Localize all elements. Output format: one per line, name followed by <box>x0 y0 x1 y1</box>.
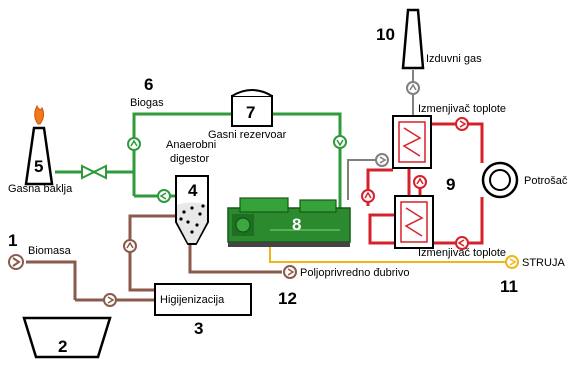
label-number-6: 6 <box>144 75 153 94</box>
flare-stack-icon <box>24 104 54 186</box>
pipe-digester-to-fertilizer <box>188 242 282 274</box>
pipe-gasholder-to-chp <box>272 112 342 210</box>
label-number-11: 11 <box>500 277 518 296</box>
pipe-digester-to-gasholder <box>132 112 232 196</box>
biogas-pipes <box>55 112 342 210</box>
pipe-biomass-to-hopper <box>26 260 77 300</box>
label-biogas: Biogas <box>130 97 164 109</box>
label-heat-exchanger-upper: Izmenjivač toplote <box>418 103 506 115</box>
fertilizer-outlet-icon <box>283 265 297 279</box>
label-number-3: 3 <box>194 319 203 338</box>
digestate-pump-icons <box>103 239 137 307</box>
chimney-icon <box>401 8 425 70</box>
label-number-4: 4 <box>188 181 198 200</box>
label-hygienization: Higijenizacija <box>160 294 225 306</box>
label-number-5: 5 <box>34 157 43 176</box>
pipe-heat-c <box>430 200 484 245</box>
heat-exchanger-upper-icon <box>392 115 432 169</box>
label-number-9: 9 <box>446 175 455 194</box>
label-number-12: 12 <box>278 289 297 308</box>
biogas-pump-arrows <box>130 139 344 200</box>
pipe-chp-to-exchanger <box>347 159 382 200</box>
gas-holder-icon <box>231 89 273 127</box>
heat-pump-icons <box>361 117 469 250</box>
pipe-heat-d <box>368 213 395 245</box>
pipe-heat-b <box>430 122 484 158</box>
label-gas-flare: Gasna baklja <box>8 183 73 195</box>
heat-exchanger-lower-icon <box>394 195 434 249</box>
label-number-2: 2 <box>58 337 67 356</box>
label-heat-exchanger-lower: Izmenjivač toplote <box>418 247 506 259</box>
label-number-1: 1 <box>8 231 17 250</box>
label-number-7: 7 <box>246 103 255 122</box>
electricity-outlet-icon <box>505 255 519 269</box>
biomass-pump-icon <box>8 254 24 270</box>
digester-icon <box>175 175 209 245</box>
valve-icon <box>81 164 107 180</box>
label-gas-holder: Gasni rezervoar <box>208 129 287 141</box>
pipe-electricity <box>269 240 508 263</box>
label-number-10: 10 <box>376 25 395 44</box>
hygienization-box <box>154 283 252 316</box>
label-number-8: 8 <box>292 215 301 234</box>
consumer-icon <box>481 161 519 199</box>
label-fertilizer: Poljoprivredno đubrivo <box>300 267 409 279</box>
label-digester-line2: digestor <box>170 153 209 165</box>
label-digester-line1: Anaerobni <box>166 139 216 151</box>
chp-generator-icon <box>227 197 351 247</box>
exhaust-pump-icon <box>375 81 420 167</box>
label-exhaust-gas: Izduvni gas <box>426 53 482 65</box>
label-consumer: Potrošač <box>524 175 568 187</box>
pipe-hygienization-to-digester <box>128 214 178 292</box>
hopper-icon <box>22 316 112 359</box>
label-biomass: Biomasa <box>28 245 72 257</box>
biogas-pump-icons <box>127 135 347 203</box>
label-electricity: STRUJA <box>522 257 565 269</box>
